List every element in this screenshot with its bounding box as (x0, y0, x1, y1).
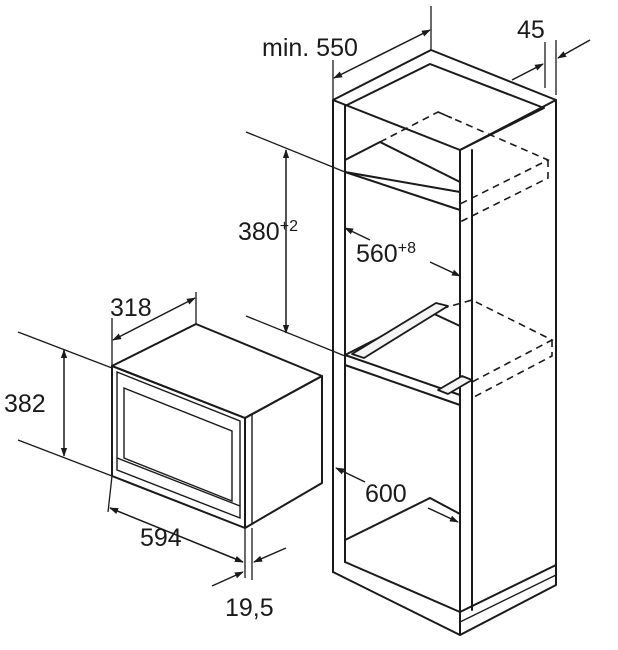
label-cabinet-width: 600 (365, 480, 407, 508)
niche-width-tolerance: +8 (398, 240, 416, 257)
appliance-side (244, 375, 323, 529)
cabinet-plinth (332, 571, 557, 636)
label-niche-width: 560+8 (356, 240, 416, 268)
microwave-appliance (111, 323, 323, 529)
label-side-gap: 45 (517, 16, 545, 44)
label-appliance-height: 382 (4, 390, 46, 418)
label-niche-height: 380+2 (238, 218, 298, 246)
upper-shelf-hidden-edge (379, 111, 550, 205)
label-appliance-width: 594 (140, 524, 182, 552)
label-front-offset: 19,5 (225, 594, 274, 622)
left-rail (351, 302, 449, 359)
tall-cabinet (332, 49, 557, 636)
label-appliance-depth: 318 (110, 294, 152, 322)
upper-shelf (344, 141, 461, 193)
niche-height-value: 380 (238, 218, 280, 246)
right-rail (437, 375, 473, 395)
dimension-lines (17, 6, 591, 587)
niche-shelf-hidden-edge (429, 299, 554, 383)
label-cabinet-depth: min. 550 (262, 34, 358, 62)
niche-width-value: 560 (356, 240, 398, 268)
niche-height-tolerance: +2 (280, 218, 298, 235)
appliance-door-window (123, 386, 233, 503)
